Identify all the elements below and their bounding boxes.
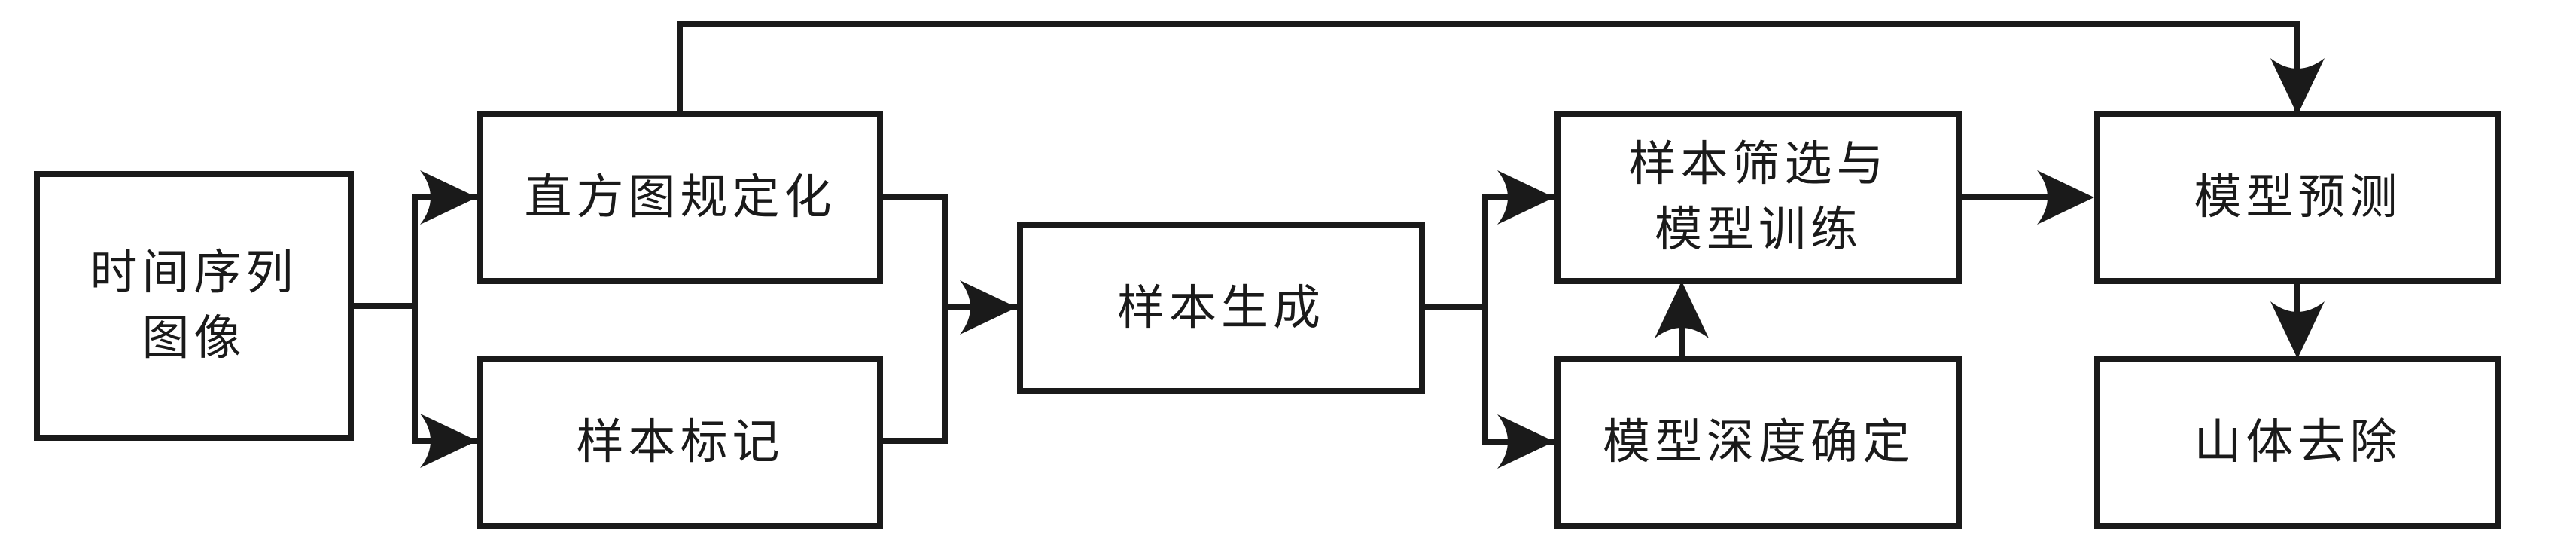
node-label-line: 模型深度确定 xyxy=(1603,414,1914,469)
edge-merge-to-generation xyxy=(883,194,948,444)
node-time-series-image: 时间序列 图像 xyxy=(34,171,354,441)
arrow-into-prediction-left-icon xyxy=(2037,170,2094,225)
node-sample-generation: 样本生成 xyxy=(1017,222,1425,394)
node-mountain-removal: 山体去除 xyxy=(2094,356,2501,529)
arrow-into-model-depth-icon xyxy=(1497,414,1554,469)
node-label-line: 时间序列 xyxy=(90,245,298,301)
node-label-line: 图像 xyxy=(142,310,246,365)
arrow-into-prediction-top-icon xyxy=(2270,58,2325,115)
arrow-into-mountain-removal-icon xyxy=(2270,301,2325,359)
arrow-into-sample-generation-icon xyxy=(960,280,1017,335)
node-label-line: 直方图规定化 xyxy=(524,169,836,225)
node-sample-labeling: 样本标记 xyxy=(477,356,883,529)
arrow-into-sample-labeling-icon xyxy=(420,414,477,468)
node-label-line: 模型训练 xyxy=(1655,202,1862,257)
node-label-line: 样本生成 xyxy=(1117,280,1325,335)
node-label-line: 模型预测 xyxy=(2194,169,2402,225)
node-sample-screening-model-training: 样本筛选与 模型训练 xyxy=(1554,111,1962,284)
node-label-line: 样本筛选与 xyxy=(1628,136,1889,192)
arrow-up-into-training-icon xyxy=(1655,281,1709,338)
node-model-depth-determination: 模型深度确定 xyxy=(1554,356,1962,529)
node-label-line: 山体去除 xyxy=(2194,414,2402,469)
edge-timeseries-branch xyxy=(412,194,477,444)
node-histogram-specification: 直方图规定化 xyxy=(477,111,883,284)
edge-generation-branch xyxy=(1482,194,1554,445)
node-label-line: 样本标记 xyxy=(576,414,784,469)
edge-histogram-to-prediction-bypass xyxy=(677,21,2300,115)
node-model-prediction: 模型预测 xyxy=(2094,111,2501,284)
arrow-into-histogram-icon xyxy=(420,170,477,225)
arrow-into-screening-training-icon xyxy=(1497,170,1554,225)
